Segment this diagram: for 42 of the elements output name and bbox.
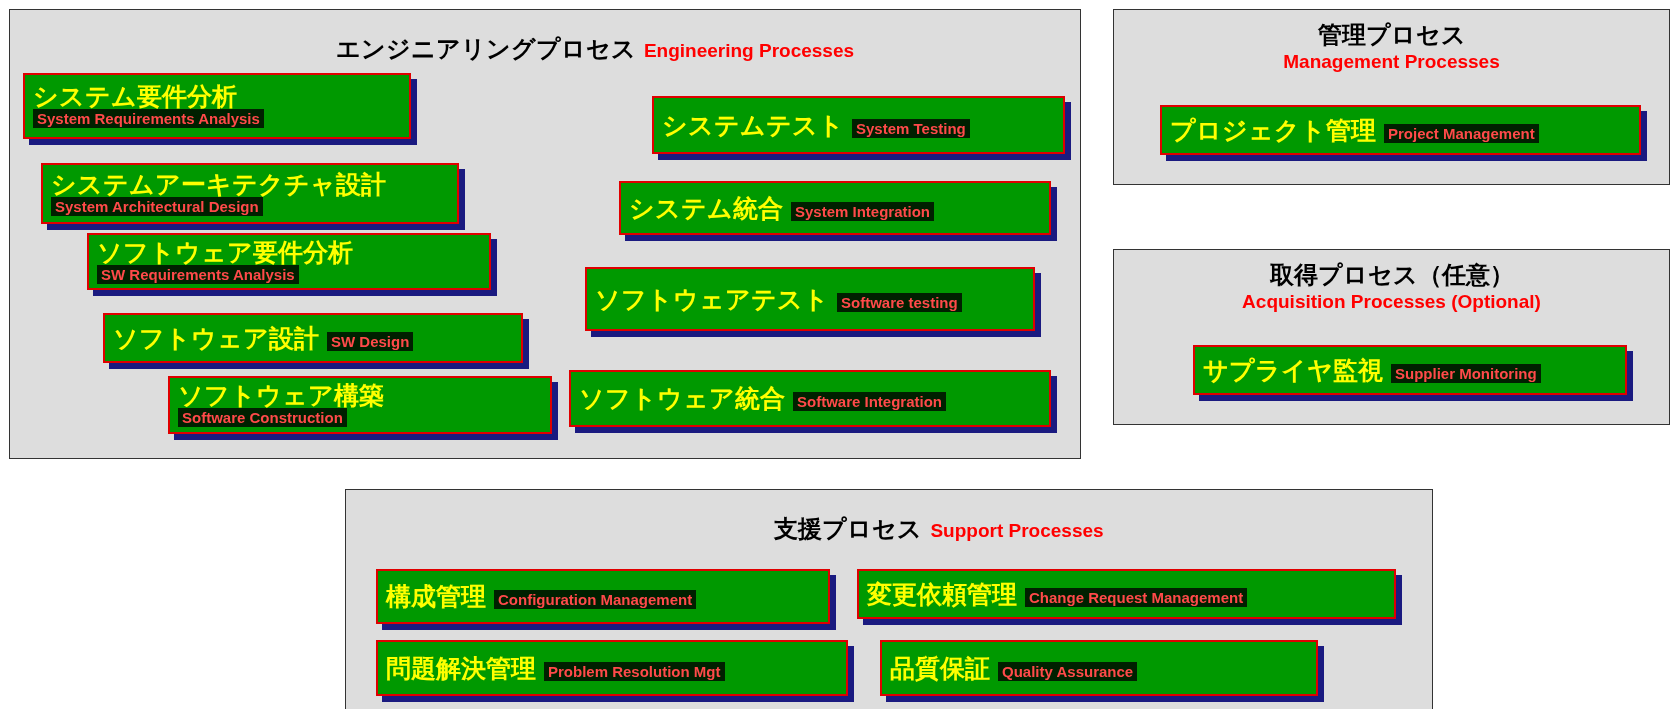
- process-english-name: System Architectural Design: [51, 196, 263, 216]
- process-english-name: Project Management: [1384, 123, 1539, 143]
- process-name: ソフトウェア要件分析: [97, 239, 353, 265]
- process-english-name: Change Request Management: [1025, 587, 1248, 607]
- process-name: サプライヤ監視: [1203, 357, 1383, 383]
- group-title: エンジニアリングプロセス: [335, 34, 636, 64]
- process-group-panel: [1113, 249, 1670, 425]
- process-name: ソフトウェア統合: [579, 386, 785, 411]
- group-subtitle: Acquisition Processes (Optional): [1242, 290, 1541, 314]
- process-english-name: Quality Assurance: [998, 661, 1138, 681]
- process-english-name: System Testing: [852, 118, 970, 138]
- process-group-panel: [1113, 9, 1670, 185]
- process-english-name: Supplier Monitoring: [1391, 363, 1541, 383]
- process-name: ソフトウェア設計: [113, 325, 319, 351]
- process-name: システム統合: [629, 195, 783, 221]
- process-name: システム要件分析: [33, 84, 237, 109]
- process-english-name: System Requirements Analysis: [33, 109, 264, 128]
- process-group-panel: [345, 489, 1433, 709]
- process-name: ソフトウェアテスト: [595, 286, 829, 312]
- process-name: プロジェクト管理: [1170, 117, 1376, 143]
- process-english-name: System Integration: [791, 201, 935, 221]
- process-name: 品質保証: [890, 655, 990, 681]
- process-english-name: Software testing: [837, 292, 962, 312]
- process-english-name: Configuration Management: [494, 590, 697, 609]
- process-name: 問題解決管理: [386, 655, 536, 681]
- process-english-name: SW Requirements Analysis: [97, 264, 299, 284]
- process-name: ソフトウェア構築: [178, 383, 384, 408]
- process-english-name: SW Design: [327, 331, 414, 351]
- group-title: 管理プロセス: [1317, 20, 1466, 50]
- process-english-name: Software Construction: [178, 408, 347, 427]
- group-subtitle: Engineering Processes: [643, 39, 855, 63]
- process-name: 構成管理: [386, 584, 486, 609]
- group-title: 取得プロセス（任意）: [1269, 260, 1514, 290]
- process-group-panel: [9, 9, 1081, 459]
- group-title: 支援プロセス: [774, 514, 923, 544]
- process-name: システムアーキテクチャ設計: [51, 171, 386, 197]
- process-name: 変更依頼管理: [867, 581, 1017, 607]
- process-name: システムテスト: [662, 112, 844, 138]
- group-subtitle: Management Processes: [1283, 50, 1500, 74]
- process-english-name: Software Integration: [793, 392, 946, 411]
- group-subtitle: Support Processes: [930, 519, 1104, 543]
- process-english-name: Problem Resolution Mgt: [544, 661, 725, 681]
